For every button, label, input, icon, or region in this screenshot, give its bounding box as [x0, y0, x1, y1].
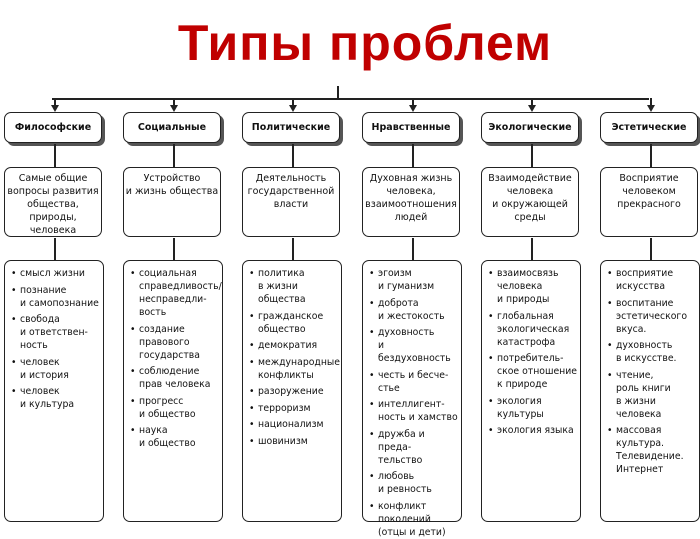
list-item: человек и культура — [11, 385, 101, 411]
arrow-down-icon — [288, 105, 297, 112]
list-item: массовая культура. Телевидение. Интернет — [607, 424, 697, 476]
header-desc-connector — [650, 144, 652, 167]
list-item: честь и бесче- стье — [369, 369, 459, 395]
desc-list-connector — [173, 238, 175, 260]
arrow-down-icon — [50, 105, 59, 112]
arrow-down-icon — [408, 105, 417, 112]
list-item: свобода и ответствен- ность — [11, 313, 101, 352]
desc-list-connector — [412, 238, 414, 260]
list-item: смысл жизни — [11, 267, 101, 280]
category-header: Экологические — [481, 112, 579, 143]
branch-drop-line — [650, 98, 652, 106]
list-item: наука и общество — [130, 424, 220, 450]
category-description: Восприятие человеком прекрасного — [600, 167, 698, 237]
category-items-list: взаимосвязь человека и природы глобальная… — [481, 260, 581, 522]
list-item: духовность и бездуховность — [369, 326, 459, 365]
list-item: социальная справедливость/ несправедли- … — [130, 267, 222, 319]
list-item: потребитель- ское отношение к природе — [488, 352, 578, 391]
category-items-list: смысл жизни познание и самопознание свобод… — [4, 260, 104, 522]
list-item: эгоизм и гуманизм — [369, 267, 459, 293]
arrow-down-icon — [169, 105, 178, 112]
list-item: экология культуры — [488, 395, 578, 421]
category-header: Философские — [4, 112, 102, 143]
desc-list-connector — [650, 238, 652, 260]
desc-list-connector — [54, 238, 56, 260]
header-desc-connector — [173, 144, 175, 167]
category-description: Духовная жизнь человека, взаимоотношения… — [362, 167, 460, 237]
list-item: политика в жизни общества — [249, 267, 339, 306]
list-item: восприятие искусства — [607, 267, 697, 293]
category-header: Социальные — [123, 112, 221, 143]
list-item: разоружение — [249, 385, 339, 398]
list-item: шовинизм — [249, 435, 339, 448]
category-header: Эстетические — [600, 112, 698, 143]
list-item: конфликт поколений (отцы и дети) — [369, 500, 459, 539]
list-item: воспитание эстетического вкуса. — [607, 297, 697, 336]
category-description: Деятельность государственной власти — [242, 167, 340, 237]
list-item: человек и история — [11, 356, 101, 382]
list-item: взаимосвязь человека и природы — [488, 267, 578, 306]
list-item: духовность в искусстве. — [607, 339, 697, 365]
list-item: чтение, роль книги в жизни человека — [607, 369, 697, 421]
category-items-list: политика в жизни общества гражданское общ… — [242, 260, 342, 522]
branch-drop-line — [54, 98, 56, 106]
list-item: национализм — [249, 418, 339, 431]
title-connector — [337, 86, 339, 99]
list-item: познание и самопознание — [11, 284, 101, 310]
list-item: дружба и преда- тельство — [369, 428, 459, 467]
arrow-down-icon — [646, 105, 655, 112]
desc-list-connector — [292, 238, 294, 260]
category-items-list: восприятие искусства воспитание эстетичес… — [600, 260, 700, 522]
desc-list-connector — [531, 238, 533, 260]
list-item: создание правового государства — [130, 323, 220, 362]
list-item: интеллигент- ность и хамство — [369, 398, 459, 424]
list-item: прогресс и общество — [130, 395, 220, 421]
list-item: демократия — [249, 339, 339, 352]
list-item: международные конфликты — [249, 356, 340, 382]
top-branch-line — [52, 98, 649, 100]
category-items-list: социальная справедливость/ несправедли- … — [123, 260, 223, 522]
category-description: Самые общие вопросы развития общества, п… — [4, 167, 102, 237]
category-items-list: эгоизм и гуманизм доброта и жестокость дух… — [362, 260, 462, 538]
list-item: глобальная экологическая катастрофа — [488, 310, 578, 349]
list-item: гражданское общество — [249, 310, 339, 336]
diagram-title: Типы проблем — [177, 15, 553, 71]
list-item: соблюдение прав человека — [130, 365, 220, 391]
category-header: Политические — [242, 112, 340, 143]
header-desc-connector — [54, 144, 56, 167]
list-item: терроризм — [249, 402, 339, 415]
category-header: Нравственные — [362, 112, 460, 143]
category-description: Устройство и жизнь общества — [123, 167, 221, 237]
list-item: экология языка — [488, 424, 578, 437]
header-desc-connector — [412, 144, 414, 167]
header-desc-connector — [292, 144, 294, 167]
branch-drop-line — [531, 98, 533, 106]
category-description: Взаимодействие человека и окружающей сре… — [481, 167, 579, 237]
branch-drop-line — [412, 98, 414, 106]
header-desc-connector — [531, 144, 533, 167]
list-item: любовь и ревность — [369, 470, 459, 496]
branch-drop-line — [173, 98, 175, 106]
branch-drop-line — [292, 98, 294, 106]
arrow-down-icon — [527, 105, 536, 112]
list-item: доброта и жестокость — [369, 297, 459, 323]
